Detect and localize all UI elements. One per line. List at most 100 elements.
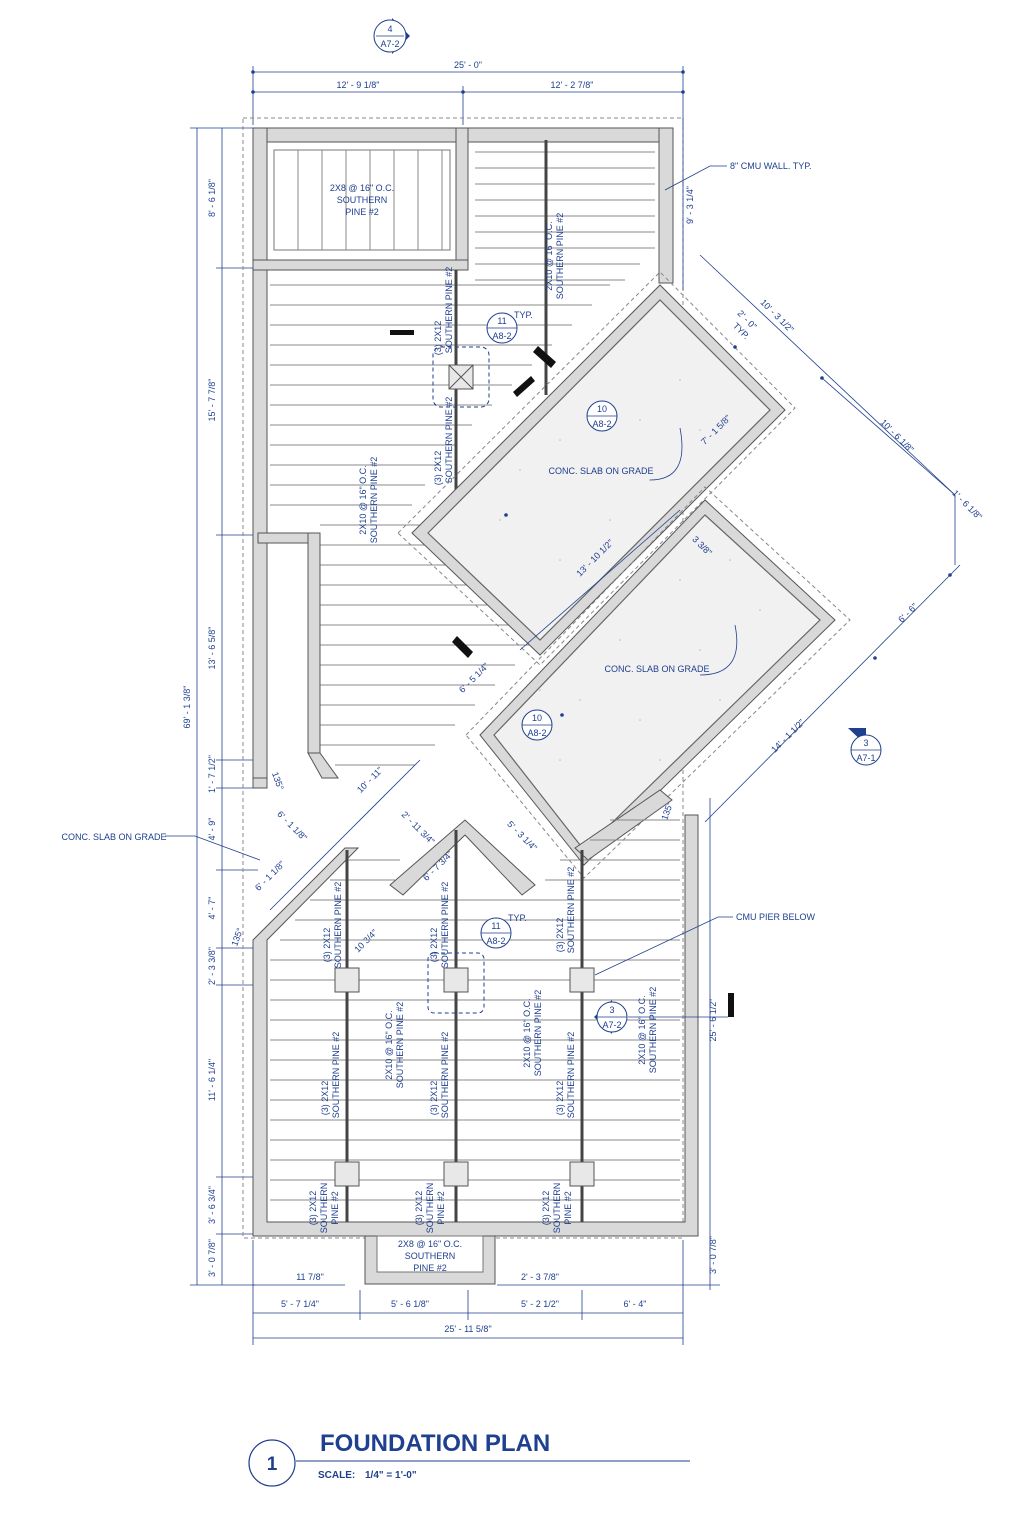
bottom-dimensions: 11 7/8" 2' - 3 7/8" 5' - 7 1/4" 5' - 6 1… — [252, 1240, 720, 1345]
note-bot-beam2-3: PINE #2 — [436, 1191, 446, 1225]
left-dim-3: 13' - 6 5/8" — [207, 627, 217, 670]
section-marker-mid: 3 A7-2 — [594, 1000, 728, 1034]
note-beam-upper-a-2: SOUTHERN PINE #2 — [444, 267, 454, 354]
note-typ-2: TYP. — [508, 913, 527, 923]
diag-dim-f: 14' - 1 1/2" — [769, 717, 806, 754]
note-lower-beam2-2: SOUTHERN PINE #2 — [440, 882, 450, 969]
section-mid-num: 3 — [609, 1005, 614, 1015]
note-typ-1: TYP. — [514, 310, 533, 320]
top-right-dim: 12' - 2 7/8" — [551, 80, 594, 90]
note-bot-beam2-2: SOUTHERN — [425, 1183, 435, 1234]
section-right-ref: A7-1 — [856, 753, 875, 763]
left-dim-8: 11' - 6 1/4" — [207, 1059, 217, 1101]
title-block: 1 FOUNDATION PLAN SCALE: 1/4" = 1'-0" — [248, 1430, 690, 1487]
det1-ref: A8-2 — [492, 331, 511, 341]
left-overall-dim: 69' - 1 3/8" — [182, 686, 192, 729]
upper-wing — [242, 117, 684, 1239]
note-lower-joist3-2: SOUTHERN PINE #2 — [648, 987, 658, 1074]
section-marker-right: 3 A7-1 — [848, 728, 882, 766]
note-joist-top-left-1: 2X8 @ 16" O.C. — [330, 183, 394, 193]
note-bot-beam2-1: (3) 2X12 — [414, 1191, 424, 1226]
diagonal-wing: 2' - 0" TYP. 10' - 3 1/2" 10' - 6 1/8" 1… — [229, 254, 984, 954]
note-bot-beam3-3: PINE #2 — [563, 1191, 573, 1225]
note-joist-upper-mid-2: SOUTHERN PINE #2 — [369, 457, 379, 544]
note-bot-beam3-2: SOUTHERN — [552, 1183, 562, 1234]
det4-ref: A8-2 — [486, 936, 505, 946]
note-bot-joist-2: SOUTHERN — [405, 1251, 456, 1261]
detail-bubble-10-lower: 10 A8-2 — [521, 709, 553, 741]
note-bot-beam3-1: (3) 2X12 — [541, 1191, 551, 1226]
right-dim-mid: 25' - 6 1/2" — [708, 999, 718, 1042]
left-dim-4: 1' - 7 1/2" — [207, 755, 217, 793]
bottom-dim-a: 11 7/8" — [296, 1272, 324, 1282]
bottom-dim-b: 2' - 3 7/8" — [521, 1272, 559, 1282]
detail-bubble-11-lower: 11 A8-2 — [480, 917, 512, 949]
bottom-dim-c3: 5' - 2 1/2" — [521, 1299, 559, 1309]
left-dim-10: 3' - 0 7/8" — [207, 1239, 217, 1277]
left-dim-5: 4' - 9" — [207, 818, 217, 841]
drawing-title: FOUNDATION PLAN — [320, 1430, 550, 1457]
note-bot-beam1-1: (3) 2X12 — [308, 1191, 318, 1226]
note-lower-joist3-1: 2X10 @ 16" O.C. — [637, 995, 647, 1064]
det3-num: 10 — [532, 713, 542, 723]
bottom-dim-c2: 5' - 6 1/8" — [391, 1299, 429, 1309]
top-dimensions: 25' - 0" 12' - 9 1/8" 12' - 2 7/8" — [251, 60, 685, 125]
det1-num: 11 — [497, 316, 506, 326]
note-bot-joist-1: 2X8 @ 16" O.C. — [398, 1239, 462, 1249]
diag-dim-q: 5' - 3 1/4" — [505, 819, 539, 853]
scale-label: SCALE: — [318, 1470, 355, 1481]
note-cmu-pier: CMU PIER BELOW — [736, 912, 816, 922]
section-top-num: 4 — [387, 24, 392, 34]
note-lower-beam6-2: SOUTHERN PINE #2 — [566, 1032, 576, 1119]
left-dim-1: 8' - 6 1/8" — [207, 179, 217, 217]
note-slab-2: CONC. SLAB ON GRADE — [604, 664, 709, 674]
note-beam-upper-a-1: (3) 2X12 — [433, 321, 443, 356]
diag-dim-c: 10' - 6 1/8" — [878, 417, 915, 454]
right-dimensions: 9' - 3 1/4" 25' - 6 1/2" 3' - 0 7/8" — [682, 118, 718, 1290]
left-dimensions: 8' - 6 1/8" 15' - 7 7/8" 13' - 6 5/8" 1'… — [182, 127, 258, 1286]
right-dim-bottom: 3' - 0 7/8" — [708, 1236, 718, 1274]
scale-value: 1/4" = 1'-0" — [365, 1470, 417, 1481]
note-lower-beam3-2: SOUTHERN PINE #2 — [566, 867, 576, 954]
note-joist-top-left-2: SOUTHERN — [337, 195, 388, 205]
lower-piers — [334, 967, 595, 1187]
note-bot-beam1-3: PINE #2 — [330, 1191, 340, 1225]
bottom-dim-c4: 6' - 4" — [624, 1299, 647, 1309]
angle-3: 135° — [229, 926, 245, 947]
det2-ref: A8-2 — [592, 419, 611, 429]
slab-texture — [499, 379, 761, 761]
note-lower-joist1-1: 2X10 @ 16" O.C. — [384, 1010, 394, 1079]
left-dim-6: 4' - 7" — [207, 897, 217, 920]
diag-dim-l: 6' - 1 1/8" — [275, 809, 309, 843]
diag-dim-m: 6' - 1 1/8" — [253, 859, 287, 893]
diag-dim-n: 10 3/4" — [352, 927, 379, 954]
note-lower-beam3-1: (3) 2X12 — [555, 918, 565, 953]
lower-wing — [252, 789, 734, 1285]
left-dim-7: 2' - 3 3/8" — [207, 947, 217, 985]
section-marker-top: 4 A7-2 — [373, 18, 410, 54]
note-beam-upper-b-1: (3) 2X12 — [433, 451, 443, 486]
note-beam-upper-b-2: SOUTHERN PINE #2 — [444, 397, 454, 484]
note-joist-top-right-2: SOUTHERN PINE #2 — [555, 213, 565, 300]
note-slab-1: CONC. SLAB ON GRADE — [548, 466, 653, 476]
note-lower-beam4-1: (3) 2X12 — [320, 1081, 330, 1116]
left-dim-9: 3' - 6 3/4" — [207, 1186, 217, 1224]
note-lower-beam1-1: (3) 2X12 — [322, 928, 332, 963]
note-bot-joist-3: PINE #2 — [413, 1263, 447, 1273]
note-joist-upper-mid-1: 2X10 @ 16" O.C. — [358, 465, 368, 534]
bottom-overall-dim: 25' - 11 5/8" — [444, 1324, 491, 1334]
drawing-number: 1 — [267, 1454, 278, 1475]
angle-1: 135° — [270, 771, 286, 792]
note-bot-beam1-2: SOUTHERN — [319, 1183, 329, 1234]
diag-dim-o: 2' - 11 3/4" — [400, 809, 437, 846]
top-right-room-joists — [475, 151, 655, 281]
section-right-num: 3 — [863, 738, 868, 748]
diag-dim-e: 6' - 6" — [896, 601, 919, 624]
diag-dim-j: 6' - 5 1/4" — [457, 661, 491, 695]
det3-ref: A8-2 — [527, 728, 546, 738]
section-top-ref: A7-2 — [380, 39, 399, 49]
top-left-dim: 12' - 9 1/8" — [337, 80, 380, 90]
note-lower-beam6-1: (3) 2X12 — [555, 1081, 565, 1116]
top-left-room-joists — [297, 150, 443, 250]
